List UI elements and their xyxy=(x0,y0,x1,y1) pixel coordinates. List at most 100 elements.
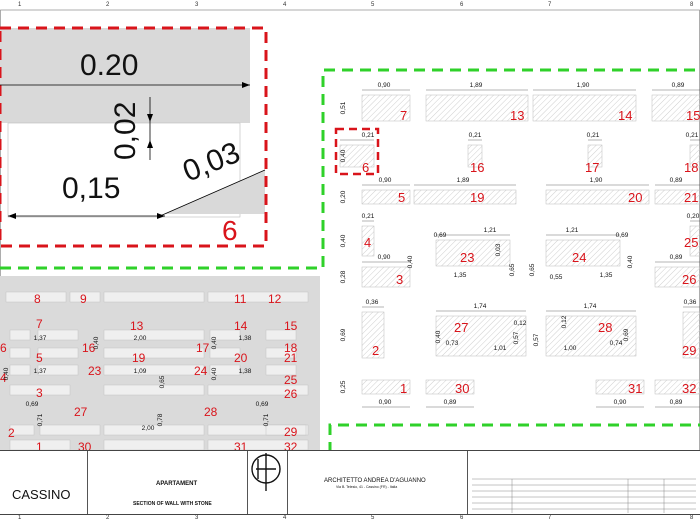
dim-label: 1,35 xyxy=(600,272,613,279)
ruler-bottom-8: 8 xyxy=(690,515,694,521)
detail-stone-gray xyxy=(0,28,250,123)
overview-dim-label: 2,00 xyxy=(142,425,155,432)
dim-label: 0,55 xyxy=(550,274,563,281)
overview-stone xyxy=(9,424,35,436)
dim-label: 0,21 xyxy=(469,132,482,139)
stone-block xyxy=(654,379,700,395)
overview-stone xyxy=(103,384,205,396)
overview-stone-number: 8 xyxy=(34,292,41,306)
dim-label: 0,69 xyxy=(616,232,629,239)
overview-dim-label: 1,37 xyxy=(34,368,47,375)
overview-stone xyxy=(69,291,101,303)
overview-dim-label: 1,38 xyxy=(239,368,252,375)
overview-dim-label: 0,71 xyxy=(263,413,270,426)
stone-number: 24 xyxy=(572,250,586,265)
dim-label: 0,69 xyxy=(340,328,347,341)
dim-label: 1,90 xyxy=(590,177,603,184)
dim-label: 0,57 xyxy=(513,331,520,344)
stone-number: 2 xyxy=(372,343,379,358)
overview-dim-label: 2,00 xyxy=(134,335,147,342)
overview-stone xyxy=(37,329,79,341)
dim-label: 0,20 xyxy=(687,213,700,220)
overview-stone xyxy=(9,364,31,376)
stone-number: 18 xyxy=(684,160,698,175)
dim-label: 0,25 xyxy=(340,380,347,393)
dim-label: 0,74 xyxy=(610,340,623,347)
tb-location-cell: CASSINO xyxy=(0,451,88,514)
overview-stone-number: 27 xyxy=(74,405,88,419)
overview-stone-number: 26 xyxy=(284,387,298,401)
elevation-green-border xyxy=(0,68,700,270)
overview-stone xyxy=(9,347,31,359)
overview-stone-number: 5 xyxy=(36,351,43,365)
dim-label: 0,40 xyxy=(407,255,414,268)
overview-stone-number: 1 xyxy=(36,440,43,454)
dim-arrow xyxy=(242,82,250,88)
stone-number: 15 xyxy=(686,108,700,123)
dim-label: 0,21 xyxy=(362,132,375,139)
ruler-top-6: 6 xyxy=(460,2,464,8)
ruler-bottom-2: 2 xyxy=(106,515,110,521)
stone-number: 28 xyxy=(598,320,612,335)
overview-dim-label: 1,37 xyxy=(34,335,47,342)
overview-stone-number: 18 xyxy=(284,341,298,355)
ruler-bottom-7: 7 xyxy=(548,515,552,521)
dim-label: 0,73 xyxy=(446,340,459,347)
dim-label: 0,90 xyxy=(378,254,391,261)
overview-stone-number: 19 xyxy=(132,351,146,365)
dim-label: 0,89 xyxy=(672,82,685,89)
tb-project: APARTAMENT xyxy=(156,481,198,487)
overview-stone-number: 12 xyxy=(268,292,282,306)
overview-stone xyxy=(103,329,205,341)
dim-label: 0,69 xyxy=(623,328,630,341)
stone-block xyxy=(689,225,700,257)
stone-number: 13 xyxy=(510,108,524,123)
overview-stone-number: 6 xyxy=(0,341,7,355)
ruler-bottom-6: 6 xyxy=(460,515,464,521)
stone-number: 5 xyxy=(398,190,405,205)
overview-stone-number: 7 xyxy=(36,317,43,331)
dim-label: 0,90 xyxy=(378,82,391,89)
elevation-green-border-lower xyxy=(328,423,700,471)
ruler-top-1: 1 xyxy=(18,2,22,8)
overview-dim-label: 1,09 xyxy=(134,368,147,375)
dim-label: 0,57 xyxy=(533,333,540,346)
stone-number: 3 xyxy=(396,272,403,287)
dim-label: 0,90 xyxy=(614,399,627,406)
overview-dim-label: 0,65 xyxy=(159,375,166,388)
stone-block xyxy=(361,94,411,122)
overview-stone xyxy=(209,329,241,341)
overview-stone xyxy=(265,364,297,376)
studio-logo-icon xyxy=(251,453,281,491)
overview-stone xyxy=(37,347,79,359)
overview-stone xyxy=(207,384,309,396)
dim-label: 0,89 xyxy=(670,177,683,184)
ruler-bottom-1: 1 xyxy=(18,515,22,521)
tb-revisions-cell xyxy=(468,451,700,514)
dim-label: 0,36 xyxy=(684,299,697,306)
ruler-top-5: 5 xyxy=(371,2,375,8)
stone-block xyxy=(467,144,483,168)
dim-label: 0,90 xyxy=(379,399,392,406)
stone-block xyxy=(339,144,375,168)
overview-stone-number: 2 xyxy=(8,426,15,440)
dim-label: 0,12 xyxy=(561,315,568,328)
stone-block xyxy=(361,266,411,288)
overview-stone-number: 3 xyxy=(36,386,43,400)
stone-number: 7 xyxy=(400,108,407,123)
dim-label: 0,21 xyxy=(587,132,600,139)
stone-number: 16 xyxy=(470,160,484,175)
stone-block xyxy=(361,189,411,205)
dim-label: 0,20 xyxy=(340,190,347,203)
overview-stone-number: 28 xyxy=(204,405,218,419)
overview-stone-number: 16 xyxy=(82,341,96,355)
dim-label: 0,36 xyxy=(366,299,379,306)
dim-label: 0,21 xyxy=(362,213,375,220)
stone-number: 26 xyxy=(682,272,696,287)
overview-stone-number: 14 xyxy=(234,319,248,333)
stone-block xyxy=(651,94,700,122)
stone-number: 19 xyxy=(470,190,484,205)
tb-studio: ARCHITETTO ANDREA D'AGUANNO xyxy=(324,478,426,484)
dim-vertical-label: 0,02 xyxy=(109,102,142,160)
dim-label: 1,74 xyxy=(474,303,487,310)
